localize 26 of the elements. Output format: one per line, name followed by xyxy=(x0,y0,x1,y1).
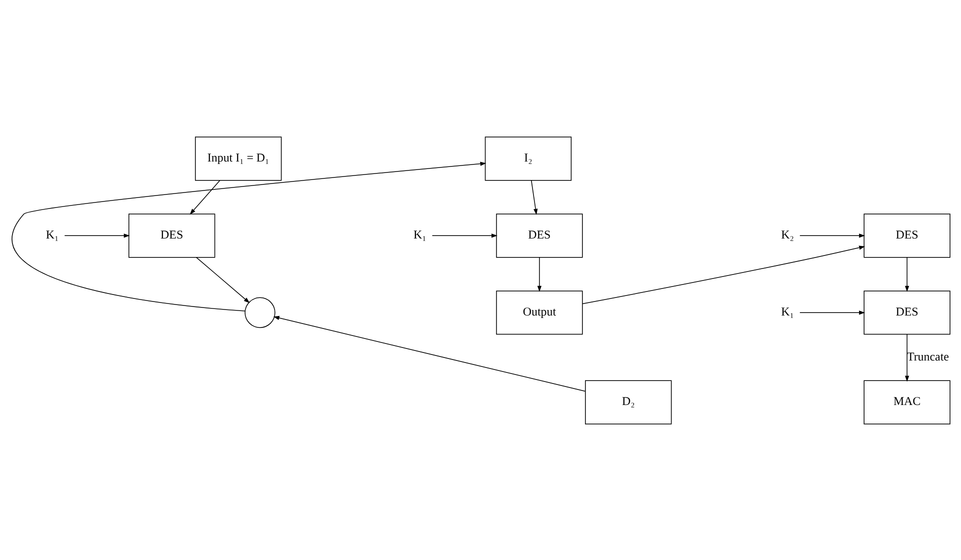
node-box: I₂ xyxy=(484,136,572,180)
node-text: K₁ xyxy=(45,227,58,242)
node-text: K₁ xyxy=(412,227,426,242)
node-box: DES xyxy=(496,213,582,258)
node-box: D₂ xyxy=(584,380,672,424)
arrow xyxy=(799,310,865,314)
node-box: DES xyxy=(863,290,950,334)
arrow xyxy=(536,256,542,292)
node-box: Input I₁ = D₁ xyxy=(194,136,282,180)
arrow xyxy=(530,180,538,214)
node-text: K₁ xyxy=(780,304,794,318)
node-text: K₂ xyxy=(780,227,794,242)
node-box: DES xyxy=(863,213,950,258)
arrow xyxy=(582,245,865,304)
arrow xyxy=(64,233,130,238)
arrow xyxy=(904,256,909,292)
node-box: MAC xyxy=(863,380,950,424)
node-box: DES xyxy=(128,213,215,258)
arrow xyxy=(189,180,220,214)
node-box: Output xyxy=(496,290,582,334)
arrow xyxy=(799,233,865,238)
arrow xyxy=(431,233,497,238)
arrow xyxy=(196,256,250,303)
arrow xyxy=(12,161,486,311)
arrow xyxy=(272,315,586,392)
arrow xyxy=(904,334,909,382)
